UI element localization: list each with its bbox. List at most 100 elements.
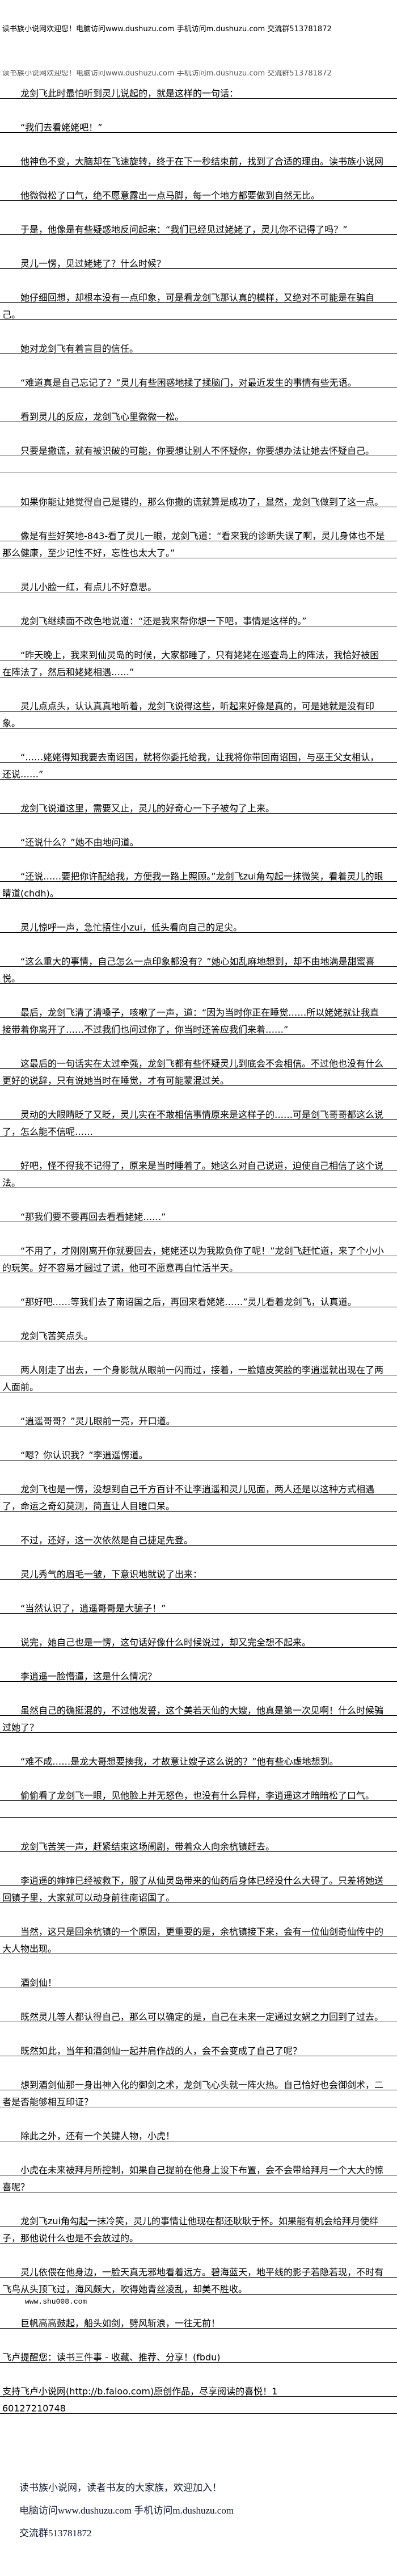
paragraph-text: “不用了，才刚刚离开你就要回去，姥姥还以为我欺负你了呢！”龙剑飞赶忙道，来了个小… — [2, 1245, 384, 1273]
paragraph-text: 她仔细回想，却根本没有一点印象，可是看龙剑飞那认真的模样，又绝对不可能是在骗自己… — [2, 292, 375, 320]
paragraph-text: 她对龙剑飞有着盲目的信任。 — [20, 343, 139, 354]
paragraph-text: “难道真是自己忘记了？”灵儿有些困惑地揉了揉脑门，对最近发生的事情有些无语。 — [20, 377, 357, 388]
paragraph-text: 既然如此，当年和酒剑仙一起并肩作战的人，会不会变成了自己了呢？ — [20, 2045, 302, 2056]
paragraph-text: 龙剑飞zui角勾起一抹冷笑，灵儿的事情让他现在都还耿耿于怀。如果能有机会给拜月使… — [2, 2216, 378, 2244]
paragraph: 小虎在未来被拜月所控制，如果自己提前在他身上设下布置，会不会带给拜月一个大大的惊… — [0, 2158, 397, 2192]
chapter-content: 龙剑飞此时最怕听到灵儿说起的，就是这样的一句话： “我们去看姥姥吧！” 他神色不变，… — [0, 82, 397, 2414]
paragraph-text: 最后，龙剑飞清了清嗓子，咳嗽了一声，道：“因为当时你正在睡觉……所以姥姥就让我直… — [2, 1007, 379, 1035]
paragraph: “还说……要把你许配给我，方便我一路上照顾。”龙剑飞zui角勾起一抹微笑，看着灵… — [0, 865, 397, 899]
paragraph-text: www.shu008.com — [25, 2297, 87, 2306]
site-banner-repeat-text: 读书族小说网欢迎您！电脑访问www.dushuzu.com 手机访问m.dush… — [2, 70, 332, 78]
paragraph: 于是，他像是有些疑惑地反问起来：“我们已经见过姥姥了，灵儿你不记得了吗？” — [0, 218, 397, 235]
paragraph-text: 两人刚走了出去，一个身影就从眼前一闪而过，接着，一脸嬉皮笑脸的李逍遥就出现在了两… — [2, 1365, 384, 1392]
site-footer: 读书族小说网，读者书友的大家族，欢迎加入！ 电脑访问www.dushuzu.co… — [19, 2480, 234, 2548]
paragraph-text: “……姥姥得知我要去南诏国，就将你委托给我，让我将你带回南诏国，与巫王父女相认，… — [2, 752, 379, 780]
paragraph-text: 灵儿点点头，认认真真地听着，龙剑飞说得这些，听起来好像是真的，可是她就是没有印象… — [2, 701, 375, 729]
paragraph-text: “还说……要把你许配给我，方便我一路上照顾。”龙剑飞zui角勾起一抹微笑，看着灵… — [2, 871, 383, 899]
paragraph: 灵儿秀气的眉毛一皱，下意识地就说了出来： — [0, 1563, 397, 1580]
paragraph: 龙剑飞也是一愣，没想到自己千方百计不让李逍遥和灵儿见面，两人还是以这种方式相遇了… — [0, 1478, 397, 1512]
paragraph: 龙剑飞说道这里，需要又止，灵儿的好奇心一下子被勾了上来。 — [0, 797, 397, 814]
paragraph: “当然认识了，逍遥哥哥是大骗子！” — [0, 1597, 397, 1614]
paragraph: “逍遥哥哥？”灵儿眼前一亮，开口道。 — [0, 1409, 397, 1426]
watermark-url: www.shu008.com — [0, 2295, 397, 2312]
paragraph: 既然灵儿等人都认得自己，那么可以确定的是，自己在未来一定通过女娲之力回到了过去。 — [0, 2005, 397, 2022]
paragraph-text: “这么重大的事情，自己怎么一点印象都没有？”她心如乱麻地想到，却不由地满是甜蜜喜… — [2, 956, 375, 984]
paragraph-text: “嗯？你认识我？”李逍遥愣道。 — [20, 1450, 148, 1460]
paragraph: “那好吧……等我们去了南诏国之后，再回来看姥姥……”灵儿看着龙剑飞，认真道。 — [0, 1290, 397, 1307]
paragraph: 灵儿依偎在他身边，一脸天真无邪地看着远方。碧海蓝天，地平线的影子若隐若现，不时有… — [0, 2261, 397, 2295]
paragraph: 酒剑仙！ — [0, 1971, 397, 1988]
paragraph: 当然，这只是回余杭镇的一个原因，更重要的是，余杭镇接下来，会有一位仙剑奇仙传中的… — [0, 1920, 397, 1954]
paragraph-text: 灵儿依偎在他身边，一脸天真无邪地看着远方。碧海蓝天，地平线的影子若隐若现，不时有… — [2, 2267, 384, 2295]
paragraph: 虽然自己的确挺混的，不过他发誓，这个美若天仙的大嫂，他真是第一次见啊！什么时候骗… — [0, 1699, 397, 1733]
paragraph-text: 灵儿秀气的眉毛一皱，下意识地就说了出来： — [20, 1569, 202, 1580]
paragraph-text: 龙剑飞苦笑点头。 — [20, 1331, 94, 1341]
paragraph: “我们去看姥姥吧！” — [0, 116, 397, 133]
paragraph-text: “昨天晚上，我来到仙灵岛的时候，大家都睡了，只有姥姥在巡查岛上的阵法，我恰好被困… — [2, 650, 379, 677]
paragraph: 偷偷看了龙剑飞一眼，见他脸上并无怒色，也没有什么异样，李逍遥这才暗暗松了口气。 — [0, 1784, 397, 1801]
paragraph-text: “逍遥哥哥？”灵儿眼前一亮，开口道。 — [20, 1416, 175, 1426]
paragraph: 飞卢提醒您：读书三件事 - 收藏、推荐、分享！(fbdu) — [0, 2346, 397, 2363]
paragraph-text: 他微微松了口气，绝不愿意露出一点马脚，每一个地方都要做到自然无比。 — [20, 190, 320, 201]
paragraph-text: 灵儿一愣，见过姥姥了？什么时候？ — [20, 258, 166, 269]
paragraph-text: 看到灵儿的反应，龙剑飞心里微微一松。 — [20, 411, 184, 422]
paragraph-text: “那我们要不要再回去看看姥姥……” — [20, 1211, 166, 1222]
paragraph: 她对龙剑飞有着盲目的信任。 — [0, 337, 397, 354]
site-banner-repeat: 读书族小说网欢迎您！电脑访问www.dushuzu.com 手机访问m.dush… — [2, 70, 397, 79]
paragraph: 龙剑飞苦笑点头。 — [0, 1324, 397, 1341]
paragraph: 巨帆高高鼓起，船头如剑，劈风斩浪，一往无前！ — [0, 2312, 397, 2329]
site-banner: 读书族小说网欢迎您！电脑访问www.dushuzu.com 手机访问m.dush… — [2, 25, 332, 33]
paragraph: 灵儿小脸一红，有点儿不好意思。 — [0, 575, 397, 592]
paragraph: “不用了，才刚刚离开你就要回去，姥姥还以为我欺负你了呢！”龙剑飞赶忙道，来了个小… — [0, 1239, 397, 1273]
paragraph-text: 只要是撒谎，就有被识破的可能，你要想让别人不怀疑你，你要想办法让她去怀疑自己。 — [20, 445, 375, 456]
paragraph-text: 小虎在未来被拜月所控制，如果自己提前在他身上设下布置，会不会带给拜月一个大大的惊… — [2, 2165, 384, 2192]
paragraph: 最后，龙剑飞清了清嗓子，咳嗽了一声，道：“因为当时你正在睡觉……所以姥姥就让我直… — [0, 1001, 397, 1035]
paragraph: “难道真是自己忘记了？”灵儿有些困惑地揉了揉脑门，对最近发生的事情有些无语。 — [0, 371, 397, 388]
paragraph: 像是有些好笑地-843-看了灵儿一眼，龙剑飞道：“看来我的诊断失误了啊，灵儿身体… — [0, 524, 397, 558]
paragraph: 他微微松了口气，绝不愿意露出一点马脚，每一个地方都要做到自然无比。 — [0, 184, 397, 201]
paragraph-text: 说完，她自己也是一愣，这句话好像什么时候说过，却又完全想不起来。 — [20, 1637, 311, 1648]
paragraph-text: 龙剑飞继续面不改色地说道：“还是我来帮你想一下吧，事情是这样的。” — [20, 616, 307, 626]
paragraph: 龙剑飞zui角勾起一抹冷笑，灵儿的事情让他现在都还耿耿于怀。如果能有机会给拜月使… — [0, 2209, 397, 2244]
paragraph: 灵儿一愣，见过姥姥了？什么时候？ — [0, 252, 397, 269]
paragraph-text: 龙剑飞也是一愣，没想到自己千方百计不让李逍遥和灵儿见面，两人还是以这种方式相遇了… — [2, 1484, 375, 1512]
paragraph-text: 于是，他像是有些疑惑地反问起来：“我们已经见过姥姥了，灵儿你不记得了吗？” — [20, 224, 348, 235]
paragraph: 李逍遥的婶婶已经被救下，服了从仙灵岛带来的仙药后身体已经没什么大碍了。只差将她送… — [0, 1869, 397, 1903]
paragraph-text: 像是有些好笑地-843-看了灵儿一眼，龙剑飞道：“看来我的诊断失误了啊，灵儿身体… — [2, 531, 385, 558]
paragraph-text: 如果你能让她觉得自己是错的，那么你撒的谎就算是成功了，显然，龙剑飞做到了这一点。 — [20, 496, 384, 507]
paragraph-text: 不过，还好，这一次依然是自己捷足先登。 — [20, 1535, 193, 1546]
paragraph-text: “当然认识了，逍遥哥哥是大骗子！” — [20, 1603, 166, 1614]
paragraph-text: 60127210748 — [2, 2403, 66, 2414]
footer-access-links: 电脑访问www.dushuzu.com 手机访问m.dushuzu.com — [19, 2505, 234, 2516]
paragraph: “昨天晚上，我来到仙灵岛的时候，大家都睡了，只有姥姥在巡查岛上的阵法，我恰好被困… — [0, 643, 397, 677]
paragraph: 只要是撒谎，就有被识破的可能，你要想让别人不怀疑你，你要想办法让她去怀疑自己。 — [0, 439, 397, 456]
paragraph: 60127210748 — [0, 2397, 397, 2414]
paragraph: 龙剑飞此时最怕听到灵儿说起的，就是这样的一句话： — [0, 82, 397, 99]
paragraph-text: 李逍遥的婶婶已经被救下，服了从仙灵岛带来的仙药后身体已经没什么大碍了。只差将她送… — [2, 1875, 384, 1903]
paragraph: 如果你能让她觉得自己是错的，那么你撒的谎就算是成功了，显然，龙剑飞做到了这一点。 — [0, 490, 397, 507]
paragraph-text: “我们去看姥姥吧！” — [20, 122, 103, 133]
paragraph: 这最后的一句话实在太过牵强，龙剑飞都有些怀疑灵儿到底会不会相信。不过他也没有什么… — [0, 1052, 397, 1086]
paragraph-text: 当然，这只是回余杭镇的一个原因，更重要的是，余杭镇接下来，会有一位仙剑奇仙传中的… — [2, 1926, 384, 1954]
blank-line — [0, 456, 397, 473]
paragraph-text: 灵儿小脸一红，有点儿不好意思。 — [20, 582, 157, 592]
paragraph: 好吧，怪不得我不记得了，原来是当时睡着了。她这么对自己说道，迫使自己相信了这个说… — [0, 1154, 397, 1188]
paragraph-text: “那好吧……等我们去了南诏国之后，再回来看姥姥……”灵儿看着龙剑飞，认真道。 — [20, 1297, 357, 1307]
paragraph-text: “难不成……是龙大哥想要揍我，才故意让嫂子这么说的？”他有些心虚地想到。 — [20, 1756, 339, 1767]
footer-group-number: 交流群513781872 — [19, 2528, 92, 2539]
paragraph-text: 这最后的一句话实在太过牵强，龙剑飞都有些怀疑灵儿到底会不会相信。不过他也没有什么… — [2, 1058, 384, 1086]
paragraph: 除此之外，还有一个关键人物，小虎！ — [0, 2124, 397, 2141]
paragraph-text: 他神色不变，大脑却在飞速旋转，终于在下一秒结束前，找到了合适的理由。读书族小说网 — [20, 156, 384, 167]
paragraph-text: 酒剑仙！ — [20, 1977, 57, 1988]
paragraph-text: 灵动的大眼睛眨了又眨，灵儿实在不敢相信事情原来是这样子的……可是剑飞哥哥都这么说… — [2, 1109, 384, 1137]
paragraph-text: 支持飞卢小说网(http://b.faloo.com)原创作品，尽享阅读的喜悦！… — [2, 2386, 278, 2397]
paragraph-text: 想到酒剑仙那一身出神入化的御剑之术，龙剑飞心头就一阵火热。自己恰好也会御剑术，二… — [2, 2080, 384, 2107]
paragraph-text: 龙剑飞说道这里，需要又止，灵儿的好奇心一下子被勾了上来。 — [20, 803, 275, 814]
paragraph-text: 灵儿惊呼一声，急忙捂住小zui，低头看向自己的足尖。 — [20, 922, 242, 933]
paragraph: 李逍遥一脸懵逼，这是什么情况？ — [0, 1665, 397, 1682]
blank-line — [0, 1801, 397, 1818]
paragraph: 灵儿点点头，认认真真地听着，龙剑飞说得这些，听起来好像是真的，可是她就是没有印象… — [0, 694, 397, 729]
paragraph-text: 龙剑飞苦笑一声，赶紧结束这场闹剧，带着众人向余杭镇赶去。 — [20, 1841, 275, 1852]
paragraph-text: 龙剑飞此时最怕听到灵儿说起的，就是这样的一句话： — [20, 88, 239, 99]
paragraph-text: 好吧，怪不得我不记得了，原来是当时睡着了。她这么对自己说道，迫使自己相信了这个说… — [2, 1160, 384, 1188]
